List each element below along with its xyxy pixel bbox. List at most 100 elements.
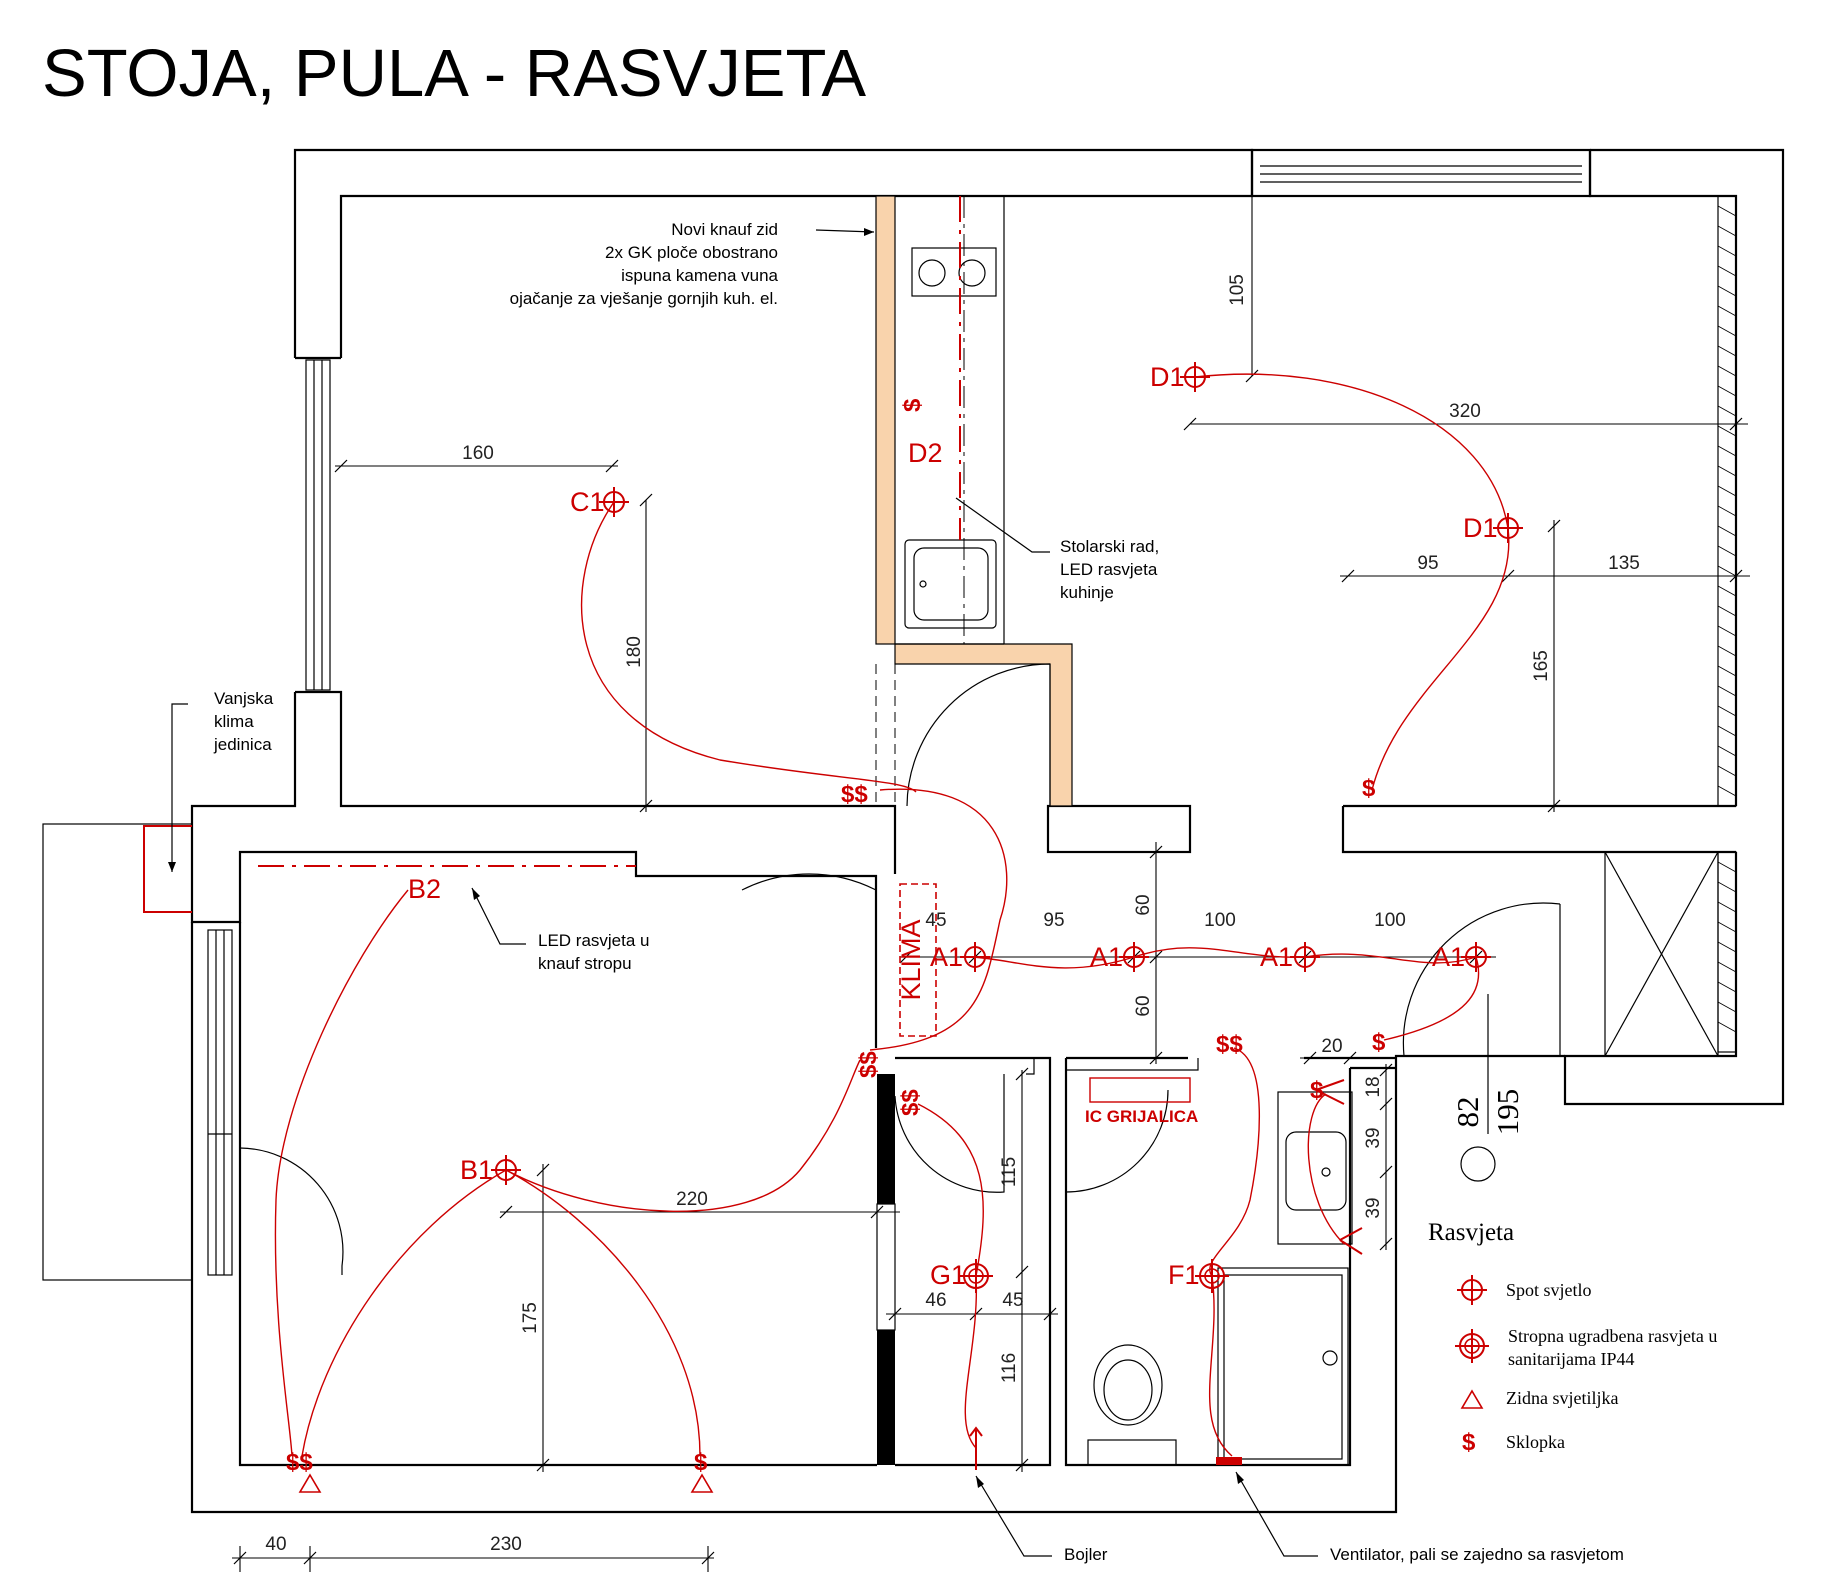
dim-105: 105 <box>1227 274 1248 306</box>
legend: Rasvjeta Spot svjetlo Stropna ugradbena … <box>1428 1219 1717 1456</box>
switch-b1: $ <box>694 1449 708 1476</box>
legend-heading: Rasvjeta <box>1428 1219 1514 1246</box>
label-a1-4: A1 <box>1432 942 1465 972</box>
wire-a1-row <box>971 947 1480 1041</box>
switch-bath-1: $$ <box>897 1089 924 1116</box>
wire-c1 <box>580 501 917 793</box>
note-joinery-1: Stolarski rad, <box>1060 537 1159 556</box>
dim-100-b: 100 <box>1374 910 1406 931</box>
label-b1: B1 <box>460 1155 493 1185</box>
walls <box>42 148 1785 1514</box>
label-g1: G1 <box>930 1260 966 1290</box>
legend-switch-label: Sklopka <box>1506 1432 1565 1452</box>
dimension-lines: 105 320 160 180 95 135 165 45 <box>232 196 1750 1572</box>
switch-hall-1: $$ <box>855 1051 882 1078</box>
dim-165: 165 <box>1531 650 1552 682</box>
level-82: 82 <box>1450 1097 1485 1128</box>
spot-a1-3 <box>1289 941 1321 973</box>
dim-45-bath: 45 <box>1002 1290 1023 1311</box>
spot-a1-4 <box>1460 941 1492 973</box>
dim-39-a: 39 <box>1363 1127 1384 1148</box>
annotations: Novi knauf zid 2x GK ploče obostrano isp… <box>168 220 1624 1564</box>
note-joinery-3: kuhinje <box>1060 583 1114 602</box>
note-knauf-2: 2x GK ploče obostrano <box>605 243 778 262</box>
dim-100-a: 100 <box>1204 910 1236 931</box>
lighting-layer: KLIMA IC GRIJALICA C1 D1 D1 D2 B1 B2 A1 … <box>143 196 1524 1493</box>
spot-a1-1 <box>959 941 991 973</box>
note-outdoor-3: jedinica <box>213 735 272 754</box>
dim-60-top: 60 <box>1133 894 1154 915</box>
note-fan: Ventilator, pali se zajedno sa rasvjetom <box>1330 1545 1624 1564</box>
level-marker <box>1460 1146 1496 1182</box>
dim-115: 115 <box>999 1157 1020 1187</box>
legend-wall-lamp-icon <box>1461 1390 1483 1409</box>
wall-lamp-mirror-top <box>1315 1079 1345 1105</box>
switch-bath-2: $$ <box>1216 1031 1243 1058</box>
wire-d1 <box>1194 373 1510 791</box>
switch-c1: $$ <box>841 781 868 808</box>
label-a1-3: A1 <box>1260 942 1293 972</box>
label-c1: C1 <box>570 487 605 517</box>
note-knauf-4: ojačanje za vješanje gornjih kuh. el. <box>510 289 778 308</box>
wall-lamp-1 <box>299 1474 321 1493</box>
dim-180: 180 <box>624 636 645 668</box>
dim-135: 135 <box>1608 553 1640 574</box>
dim-116: 116 <box>999 1353 1020 1383</box>
switch-d2: $ <box>899 398 926 412</box>
dim-230: 230 <box>490 1534 522 1555</box>
note-outdoor-2: klima <box>214 712 254 731</box>
label-a1-1: A1 <box>930 942 963 972</box>
legend-ip44-label-2: sanitarijama IP44 <box>1508 1349 1634 1369</box>
drawing-title: STOJA, PULA - RASVJETA <box>42 36 866 111</box>
label-b2: B2 <box>408 874 441 904</box>
switch-b2: $$ <box>286 1449 313 1476</box>
note-knauf-1: Novi knauf zid <box>671 220 778 239</box>
boiler-outlet <box>969 1426 983 1470</box>
note-led-2: knauf stropu <box>538 954 632 973</box>
dim-18: 18 <box>1363 1076 1384 1097</box>
switch-d1: $ <box>1362 775 1376 802</box>
dim-60-bottom: 60 <box>1133 995 1154 1016</box>
dim-160: 160 <box>462 443 494 464</box>
legend-switch-icon: $ <box>1462 1429 1476 1456</box>
dim-39-b: 39 <box>1363 1197 1384 1218</box>
legend-wall-lamp-label: Zidna svjetiljka <box>1506 1388 1618 1408</box>
outdoor-unit-outline <box>143 825 192 913</box>
label-a1-2: A1 <box>1090 942 1123 972</box>
legend-spot-label: Spot svjetlo <box>1506 1280 1592 1300</box>
switch-mirror: $ <box>1310 1077 1324 1104</box>
wire-b2 <box>274 889 409 1457</box>
klima-label: KLIMA <box>896 919 926 1000</box>
legend-ip44-icon <box>1454 1328 1490 1364</box>
dim-220: 220 <box>676 1189 708 1210</box>
ic-heater-box <box>1089 1077 1191 1103</box>
spot-a1-2 <box>1118 941 1150 973</box>
wall-lamp-2 <box>691 1474 713 1493</box>
wire-mirror <box>1307 1093 1345 1245</box>
wire-a1-door <box>869 788 1008 1051</box>
note-led-1: LED rasvjeta u <box>538 931 650 950</box>
dim-95-right: 95 <box>1417 553 1438 574</box>
label-d2: D2 <box>908 438 943 468</box>
klima-box <box>899 883 937 1037</box>
switch-hall-2: $ <box>1372 1029 1386 1056</box>
wire-b1-right <box>505 1169 701 1457</box>
spot-b1 <box>490 1154 522 1186</box>
wire-b1-left <box>301 1169 507 1457</box>
legend-ip44-label-1: Stropna ugradbena rasvjeta u <box>1508 1326 1717 1346</box>
wire-f1 <box>1208 1047 1260 1457</box>
wall-lamp-mirror-bottom <box>1339 1227 1363 1255</box>
wire-b1-switch <box>505 1059 861 1213</box>
label-f1: F1 <box>1168 1260 1200 1290</box>
note-outdoor-1: Vanjska <box>214 689 274 708</box>
dim-95-hall: 95 <box>1043 910 1064 931</box>
label-d1-top: D1 <box>1150 362 1185 392</box>
note-boiler: Bojler <box>1064 1545 1108 1564</box>
ic-heater-label: IC GRIJALICA <box>1085 1107 1198 1126</box>
label-d1-mid: D1 <box>1463 513 1498 543</box>
dim-175: 175 <box>520 1302 541 1334</box>
note-joinery-2: LED rasvjeta <box>1060 560 1158 579</box>
dim-20: 20 <box>1321 1036 1342 1057</box>
dim-46: 46 <box>925 1290 946 1311</box>
